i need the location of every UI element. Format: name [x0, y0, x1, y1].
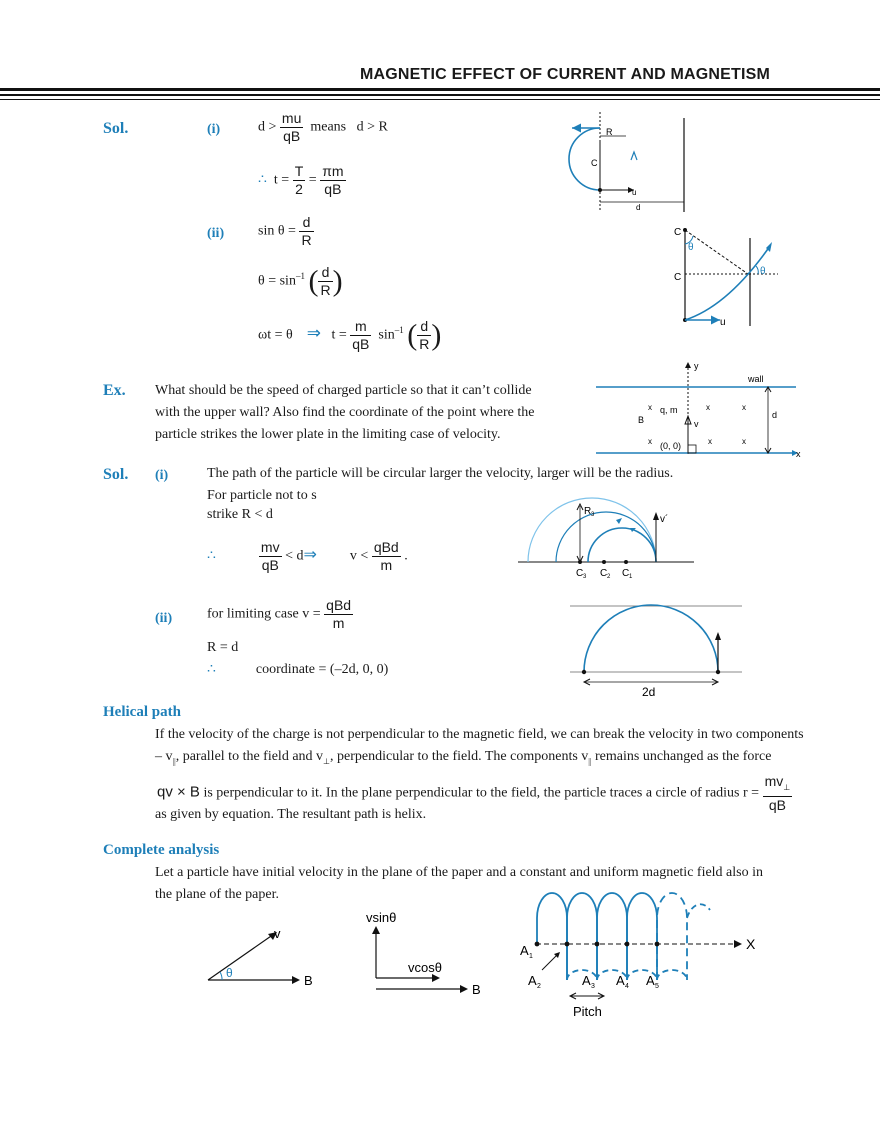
x-axis-label: x — [796, 449, 801, 459]
limiting-case-diagram: 2d — [570, 604, 742, 699]
svg-text:A: A — [582, 973, 591, 988]
sol2-line2: For particle not to s — [207, 488, 317, 503]
charge-mass-label: q, m — [660, 405, 678, 415]
helix-conclusion: as given by equation. The resultant path… — [155, 807, 427, 822]
svg-text:1: 1 — [629, 574, 633, 580]
svg-text:x: x — [648, 403, 652, 412]
velocity-label: u — [632, 188, 636, 197]
theta-label-1: θ — [688, 242, 694, 253]
sol2-line3: strike R < d — [207, 507, 273, 522]
svg-text:5: 5 — [655, 983, 659, 990]
helical-path-heading: Helical path — [103, 704, 181, 720]
page-title: MAGNETIC EFFECT OF CURRENT AND MAGNETISM — [360, 66, 771, 83]
svg-text:A: A — [528, 973, 537, 988]
part-i-label: (i) — [207, 122, 221, 137]
complete-analysis-heading: Complete analysis — [103, 842, 220, 858]
svg-text:4: 4 — [625, 983, 629, 990]
center-label: C — [591, 158, 598, 168]
field-label: B — [638, 415, 644, 425]
svg-text:v´: v´ — [660, 513, 668, 525]
b-label: B — [304, 973, 313, 988]
svg-text:2: 2 — [607, 574, 611, 580]
svg-text:x: x — [708, 437, 712, 446]
theta-label-2: θ — [760, 266, 766, 277]
distance-label: d — [636, 203, 640, 212]
coordinate-result: ∴coordinate = (–2d, 0, 0) — [207, 662, 389, 677]
velocity-label: v — [694, 419, 699, 429]
center-label-2: C — [674, 272, 681, 283]
svg-text:3: 3 — [583, 574, 587, 580]
svg-text:R: R — [584, 506, 591, 517]
svg-text:C: C — [576, 568, 583, 579]
svg-text:3: 3 — [591, 512, 595, 518]
sol-label: Sol. — [103, 120, 129, 137]
center-label-1: C — [674, 227, 681, 238]
example-question: What should be the speed of charged part… — [155, 383, 535, 442]
vsin-label: vsinθ — [366, 910, 396, 925]
velocity-label: u — [720, 317, 726, 328]
radius-equals-d: R = d — [207, 640, 239, 655]
sol-label-2: Sol. — [103, 466, 129, 483]
force-radius-line: qv × B is perpendicular to it. In the pl… — [157, 773, 793, 813]
svg-text:x: x — [648, 437, 652, 446]
semicircle-path-diagram: R C u d — [568, 112, 685, 212]
part-ii-label-2: (ii) — [155, 611, 173, 626]
sol2-line1: The path of the particle will be circula… — [207, 466, 674, 481]
arc-angle-diagram: C θ C θ u — [674, 227, 778, 328]
header-rule-3 — [0, 99, 880, 100]
helical-paragraph: If the velocity of the charge is not per… — [155, 727, 804, 766]
svg-text:A: A — [520, 943, 529, 958]
two-d-label: 2d — [642, 685, 655, 699]
svg-text:x: x — [706, 403, 710, 412]
part-ii-label: (ii) — [207, 226, 225, 241]
header-rule-2 — [0, 94, 880, 96]
origin-label: (0, 0) — [660, 441, 681, 451]
wall-label: wall — [747, 374, 764, 384]
svg-text:C: C — [622, 568, 629, 579]
b-label: B — [472, 982, 481, 997]
velocity-angle-diagram: v θ B — [207, 926, 313, 988]
svg-text:1: 1 — [529, 953, 533, 960]
svg-text:C: C — [600, 568, 607, 579]
complete-analysis-paragraph: Let a particle have initial velocity in … — [155, 865, 764, 902]
y-axis-label: y — [694, 361, 699, 371]
theta-label: θ — [226, 966, 233, 980]
svg-text:x: x — [742, 437, 746, 446]
x-axis-label: X — [746, 936, 756, 952]
pitch-label: Pitch — [573, 1004, 602, 1019]
velocity-components-diagram: vsinθ vcosθ B — [366, 910, 481, 997]
example-label: Ex. — [103, 382, 126, 399]
svg-text:A: A — [616, 973, 625, 988]
part-i-label-2: (i) — [155, 468, 169, 483]
svg-text:2: 2 — [537, 983, 541, 990]
svg-text:A: A — [646, 973, 655, 988]
vcos-label: vcosθ — [408, 960, 442, 975]
v-label: v — [274, 926, 281, 941]
distance-label: d — [772, 410, 777, 420]
svg-text:3: 3 — [591, 983, 595, 990]
wall-setup-diagram: y wall x x x x x x x q, m B v d (0, 0) — [596, 361, 801, 459]
svg-text:x: x — [742, 403, 746, 412]
header-rule-1 — [0, 88, 880, 91]
radius-label: R — [606, 127, 613, 137]
